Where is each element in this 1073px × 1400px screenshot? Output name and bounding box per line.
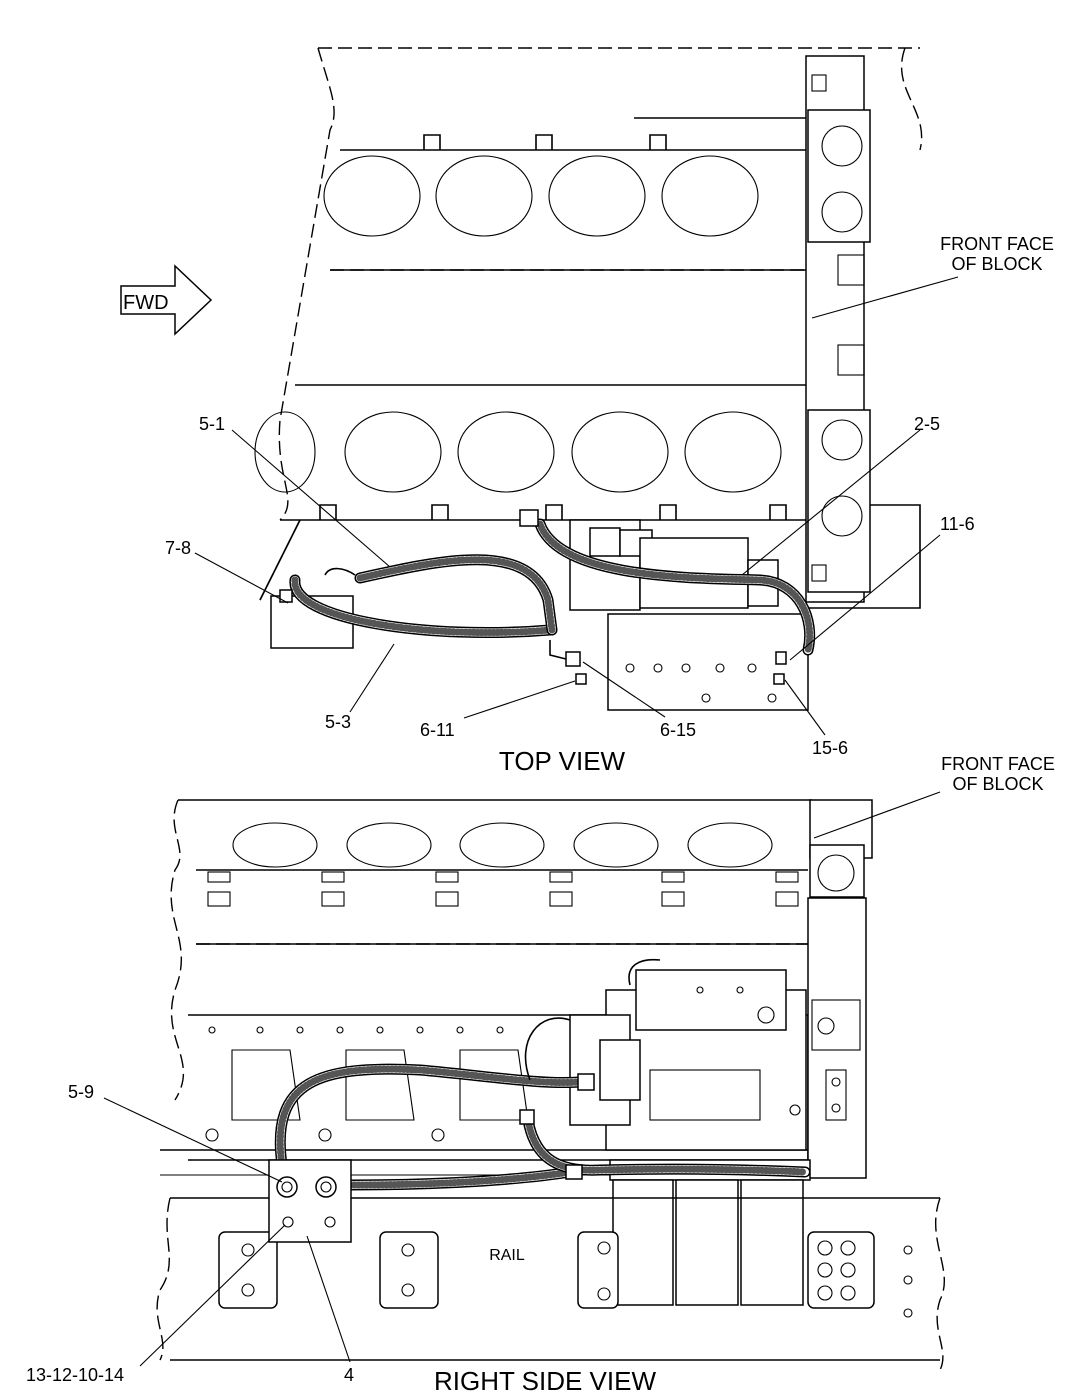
right-side-view-title: RIGHT SIDE VIEW bbox=[434, 1366, 656, 1396]
top-view-title: TOP VIEW bbox=[499, 746, 626, 776]
pump-assembly-side bbox=[569, 969, 807, 1151]
front-face-label-side: FRONT FACE OF BLOCK bbox=[813, 754, 1055, 839]
manifold-block bbox=[268, 1159, 352, 1243]
callout-11-6: 11-6 bbox=[940, 514, 975, 534]
front-face-label-top: FRONT FACE OF BLOCK bbox=[811, 234, 1054, 319]
front-cover-side bbox=[807, 799, 873, 1179]
rail: RAIL bbox=[156, 1197, 945, 1371]
right-side-view: FRONT FACE OF BLOCK bbox=[26, 754, 1055, 1396]
callout-5-3: 5-3 bbox=[325, 712, 351, 732]
front-face-label-line2: OF BLOCK bbox=[951, 254, 1042, 274]
pump-assembly-top bbox=[569, 519, 809, 711]
callout-4: 4 bbox=[344, 1365, 354, 1385]
fwd-arrow: FWD bbox=[120, 264, 213, 336]
engine-block-top bbox=[254, 47, 923, 609]
callout-6-15: 6-15 bbox=[660, 720, 696, 740]
callout-5-9: 5-9 bbox=[68, 1082, 94, 1102]
front-face-label-line1: FRONT FACE bbox=[940, 234, 1054, 254]
callout-6-11: 6-11 bbox=[420, 720, 455, 740]
callout-5-1: 5-1 bbox=[199, 414, 225, 434]
engine-block-side bbox=[160, 799, 812, 1176]
callout-15-6: 15-6 bbox=[812, 738, 848, 758]
callout-leaders-top bbox=[194, 429, 941, 736]
callouts-side: 5-9 13-12-10-14 4 bbox=[26, 1082, 354, 1385]
hoses-side bbox=[274, 958, 811, 1191]
callout-leaders-side bbox=[103, 1097, 351, 1367]
fwd-label: FWD bbox=[123, 292, 169, 314]
hoses-top bbox=[279, 509, 816, 685]
fuel-filters bbox=[609, 1159, 811, 1306]
callout-2-5: 2-5 bbox=[914, 414, 940, 434]
front-cover-top bbox=[805, 55, 871, 603]
callouts-top: 5-1 2-5 7-8 11-6 5-3 6-11 6-15 15-6 bbox=[165, 414, 975, 758]
top-view: FWD FRONT FACE OF BLOCK bbox=[120, 47, 1054, 776]
front-face-label-side-line2: OF BLOCK bbox=[952, 774, 1043, 794]
rail-label: RAIL bbox=[489, 1247, 525, 1264]
callout-7-8: 7-8 bbox=[165, 538, 191, 558]
front-face-label-side-line1: FRONT FACE bbox=[941, 754, 1055, 774]
callout-13-12-10-14: 13-12-10-14 bbox=[26, 1365, 124, 1385]
